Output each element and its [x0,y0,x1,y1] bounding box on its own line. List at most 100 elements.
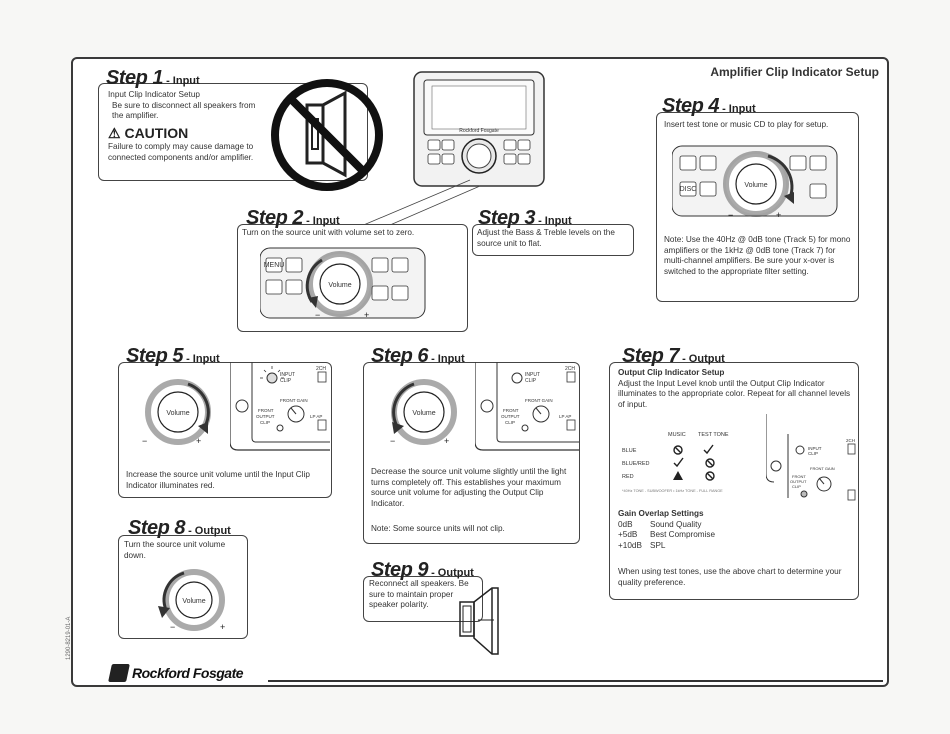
step1-number: Step 1 [106,67,164,89]
svg-text:FRONT: FRONT [792,474,806,479]
step3-box [472,224,634,256]
step8-volume-knob: Volume − + [158,569,225,632]
brand-logo: Rockford Fosgate [108,664,244,682]
svg-text:Volume: Volume [182,598,205,605]
no-speaker-icon [271,79,383,191]
svg-text:BLUE/RED: BLUE/RED [622,461,650,467]
svg-text:CLIP: CLIP [792,484,801,489]
svg-text:MUSIC: MUSIC [668,432,686,438]
step6-amp-panel: INPUT CLIP FRONT GAIN FRONT OUTPUT CLIP … [475,362,579,451]
svg-text:RED: RED [622,474,634,480]
svg-text:−: − [170,622,175,632]
step5-amp-panel: INPUT CLIP FRONT GAIN FRONT OUTPUT CLIP … [230,362,330,451]
svg-text:+: + [196,436,201,446]
step4-heading: Step 4 - Input [662,95,756,117]
svg-text:LP AP: LP AP [559,414,571,419]
svg-text:BLUE: BLUE [622,448,637,454]
step9-heading: Step 9 - Output [371,559,474,581]
step5-volume-knob: Volume − + [142,379,211,446]
clip-color-table: MUSIC TEST TONE BLUE BLUE/RED RED *40Hz … [622,432,729,493]
svg-text:+: + [364,310,369,320]
step4-text: Insert test tone or music CD to play for… [664,120,829,129]
svg-text:MENU: MENU [264,262,285,269]
step8-text: Turn the source unit volume down. [124,540,226,560]
svg-text:FRONT GAIN: FRONT GAIN [525,398,553,403]
step7-title: Output Clip Indicator Setup [618,368,725,377]
step5-text: Increase the source unit volume until th… [126,470,310,490]
svg-text:−: − [728,210,733,220]
step1-heading: Step 1 - Input [106,67,200,90]
svg-text:Volume: Volume [744,182,767,189]
step9-text: Reconnect all speakers. Be sure to maint… [369,579,469,610]
step7-text-block: Output Clip Indicator Setup Adjust the I… [618,368,852,410]
part-number: 1290-8219-01-A [66,616,72,660]
svg-text:INPUT: INPUT [808,446,822,451]
svg-text:Volume: Volume [328,282,351,289]
sheet-title: Amplifier Clip Indicator Setup [710,65,879,79]
svg-text:CLIP: CLIP [280,378,292,384]
step8-heading: Step 8 - Output [128,517,231,539]
step7-text: Adjust the Input Level knob until the Ou… [618,378,851,409]
step1-text-block: Input Clip Indicator Setup Be sure to di… [108,90,258,164]
step6-text: Decrease the source unit volume slightly… [371,467,567,508]
svg-text:*40Hz TONE - SUBWOOFER • 1kHz: *40Hz TONE - SUBWOOFER • 1kHz TONE - FUL… [622,489,723,493]
svg-text:CLIP: CLIP [525,378,537,384]
svg-text:Volume: Volume [412,410,435,417]
svg-text:LP AP: LP AP [310,414,322,419]
svg-text:2CH: 2CH [316,366,326,372]
svg-text:FRONT GAIN: FRONT GAIN [810,466,835,471]
svg-text:2CH: 2CH [846,438,855,443]
step7-heading: Step 7 - Output [622,345,725,367]
svg-text:+: + [444,436,449,446]
svg-text:INPUT: INPUT [280,372,295,378]
caution-text: Failure to comply may cause damage to co… [108,142,254,162]
step1-text: Be sure to disconnect all speakers from … [112,100,256,121]
svg-text:−: − [390,436,395,446]
svg-text:FRONT: FRONT [258,408,274,413]
step7-footer: When using test tones, use the above cha… [618,567,842,587]
svg-text:−: − [315,310,320,320]
step1-type: - Input [163,75,200,87]
step4-knob-illustration: DISC Volume − + [672,145,838,220]
footer-rule [268,680,883,682]
step1-title: Input Clip Indicator Setup [108,90,200,99]
step6-note: Note: Some source units will not clip. [371,524,505,533]
step4-note: Note: Use the 40Hz @ 0dB tone (Track 5) … [664,235,851,276]
svg-text:OUTPUT: OUTPUT [256,414,275,419]
svg-text:+: + [776,210,781,220]
step2-heading: Step 2 - Input [246,207,340,229]
step6-heading: Step 6 - Input [371,345,465,367]
svg-text:Rockford Fosgate: Rockford Fosgate [459,128,499,134]
svg-text:2CH: 2CH [565,366,575,372]
speaker-icon [459,587,499,655]
svg-text:TEST TONE: TEST TONE [698,432,729,438]
step5-heading: Step 5 - Input [126,345,220,367]
svg-text:FRONT GAIN: FRONT GAIN [280,398,308,403]
warning-icon: ⚠ [108,124,121,141]
svg-text:+: + [220,622,225,632]
svg-text:OUTPUT: OUTPUT [790,479,807,484]
svg-text:FRONT: FRONT [503,408,519,413]
step3-text: Adjust the Bass & Treble levels on the s… [477,228,615,248]
svg-text:−: − [142,436,147,446]
step2-text: Turn on the source unit with volume set … [242,228,415,237]
step2-knob-illustration: MENU Volume − + [260,247,426,320]
caution-heading: ⚠ CAUTION [108,124,189,141]
step3-heading: Step 3 - Input [478,207,572,229]
brand-name: Rockford Fosgate [132,665,244,681]
head-unit-illustration: Rockford Fosgate [413,71,545,187]
step7-amp-panel: INPUT CLIP FRONT GAIN FRONT OUTPUT CLIP … [766,414,856,501]
svg-text:CLIP: CLIP [808,451,818,456]
svg-text:Volume: Volume [166,410,189,417]
svg-text:CLIP: CLIP [505,420,515,425]
gain-title: Gain Overlap Settings [618,509,704,518]
step6-volume-knob: Volume − + [390,379,457,446]
rf-logo-icon [108,664,130,682]
svg-text:DISC: DISC [680,186,697,193]
svg-text:OUTPUT: OUTPUT [501,414,520,419]
svg-text:INPUT: INPUT [525,372,540,378]
